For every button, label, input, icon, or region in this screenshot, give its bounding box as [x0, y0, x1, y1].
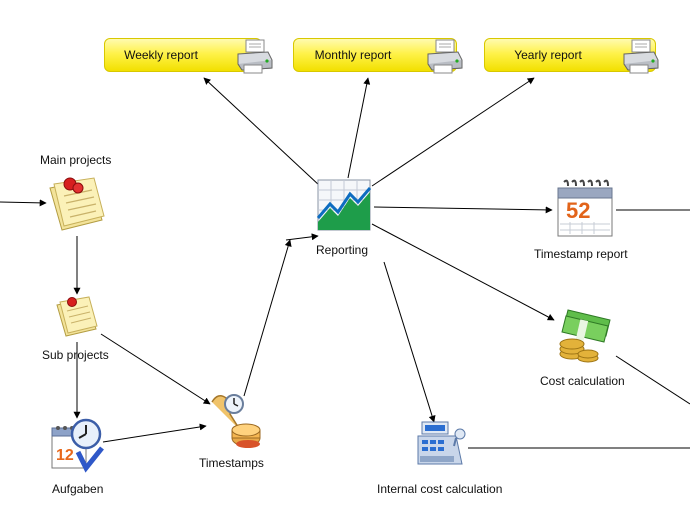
weekly-report-label: Weekly report	[124, 48, 198, 62]
edge-reporting-to-monthly	[347, 77, 371, 179]
cost-calculation-label: Cost calculation	[540, 374, 625, 388]
sticky-notes-icon[interactable]	[46, 176, 108, 234]
sub-projects-label: Sub projects	[42, 348, 109, 362]
main-projects-label: Main projects	[40, 153, 112, 167]
yearly-report-label: Yearly report	[514, 48, 582, 62]
line-chart-icon[interactable]	[316, 178, 374, 234]
task-calendar-clock-icon[interactable]: 12	[48, 418, 106, 474]
sticky-notes-icon[interactable]	[54, 296, 100, 340]
edge-incoming-main-projects	[0, 199, 47, 207]
money-icon[interactable]	[554, 306, 616, 366]
edge-reporting-to-cost-calculation	[371, 223, 555, 321]
edge-aufgaben-to-timestamps	[102, 423, 207, 443]
edge-reporting-to-yearly	[371, 77, 535, 187]
cash-register-icon[interactable]	[416, 420, 468, 470]
internal-cost-calculation-label: Internal cost calculation	[377, 482, 503, 496]
edge-reporting-to-weekly	[203, 77, 321, 187]
weekly-report-box[interactable]: Weekly report	[104, 38, 262, 72]
printer-icon	[623, 39, 659, 74]
edge-reporting-main-in	[285, 233, 319, 241]
reporting-label: Reporting	[316, 243, 369, 257]
aufgaben-label: Aufgaben	[52, 482, 104, 496]
edge-reporting-to-internal-cost	[383, 261, 436, 423]
aufgaben-calendar-number: 12	[56, 447, 74, 464]
timestamp-report-label: Timestamp report	[534, 247, 628, 261]
edge-sub-to-timestamps	[100, 333, 211, 405]
timestamps-label: Timestamps	[199, 456, 264, 470]
edge-reporting-to-timestamp-report	[373, 206, 553, 214]
printer-icon	[237, 39, 273, 74]
printer-icon	[427, 39, 463, 74]
calendar-week-number: 52	[566, 198, 590, 223]
calendar-icon[interactable]: 52	[554, 178, 616, 240]
monthly-report-label: Monthly report	[314, 48, 392, 62]
stamp-icon[interactable]	[208, 390, 262, 450]
edge-cost-calculation-outgoing	[615, 355, 690, 405]
edge-timestamps-to-reporting	[243, 239, 292, 397]
